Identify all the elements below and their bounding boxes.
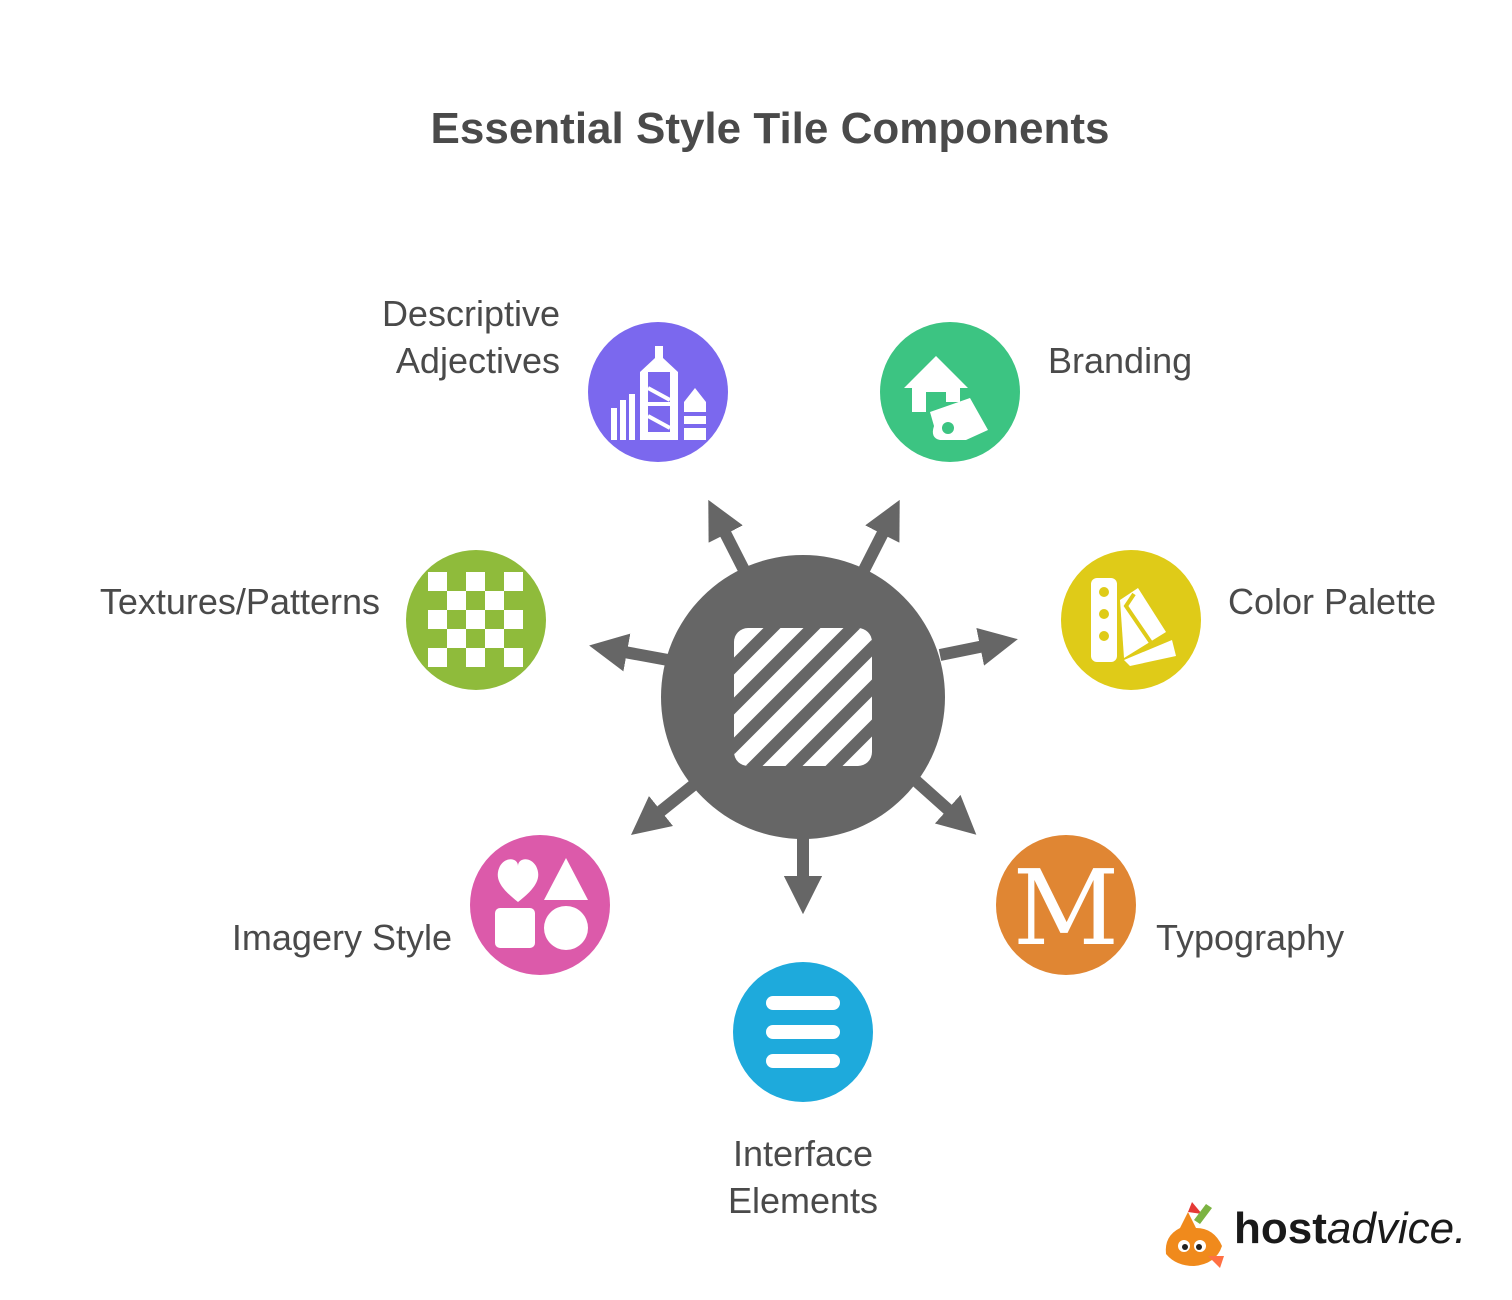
node-branding (880, 322, 1020, 462)
serif-m-icon: M (1013, 847, 1120, 969)
node-interface-elements (733, 962, 873, 1102)
label-typography: Typography (1156, 917, 1345, 958)
arrow-imagery-style (631, 778, 700, 835)
logo-wordmark: hostadvice. (1234, 1204, 1467, 1253)
node-descriptive-adjectives (588, 322, 728, 462)
arrow-textures-patterns (589, 633, 670, 672)
node-color-palette (1061, 550, 1201, 690)
node-textures-patterns (406, 550, 546, 690)
label-branding: Branding (1048, 340, 1193, 381)
house-megaphone-icon (904, 356, 988, 440)
node-imagery-style (470, 835, 610, 975)
arrow-branding (857, 499, 900, 575)
hub-node (661, 555, 945, 839)
label-color-palette: Color Palette (1228, 581, 1437, 622)
label-interface-elements: Interface Elements (727, 1133, 879, 1221)
buildings-icon (611, 346, 706, 440)
arrow-typography (911, 775, 977, 835)
checkerboard-icon (428, 572, 523, 667)
label-imagery-style: Imagery Style (231, 917, 452, 958)
arrow-color-palette (938, 628, 1018, 666)
shapes-icon (495, 858, 588, 950)
fox-mascot-icon (1165, 1202, 1224, 1268)
diagram-title: Essential Style Tile Components (430, 104, 1110, 153)
hostadvice-logo[interactable]: hostadvice. (1158, 1198, 1466, 1278)
arrows (589, 499, 1018, 915)
arrow-descriptive-adjectives (708, 499, 751, 575)
diagonal-stripes-icon (734, 628, 872, 766)
swatch-fan-icon (1091, 578, 1176, 666)
label-textures-patterns: Textures/Patterns (99, 581, 380, 622)
label-descriptive-adjectives: Descriptive Adjectives (381, 293, 560, 381)
node-typography: M (996, 835, 1136, 975)
hamburger-menu-icon (766, 996, 840, 1068)
